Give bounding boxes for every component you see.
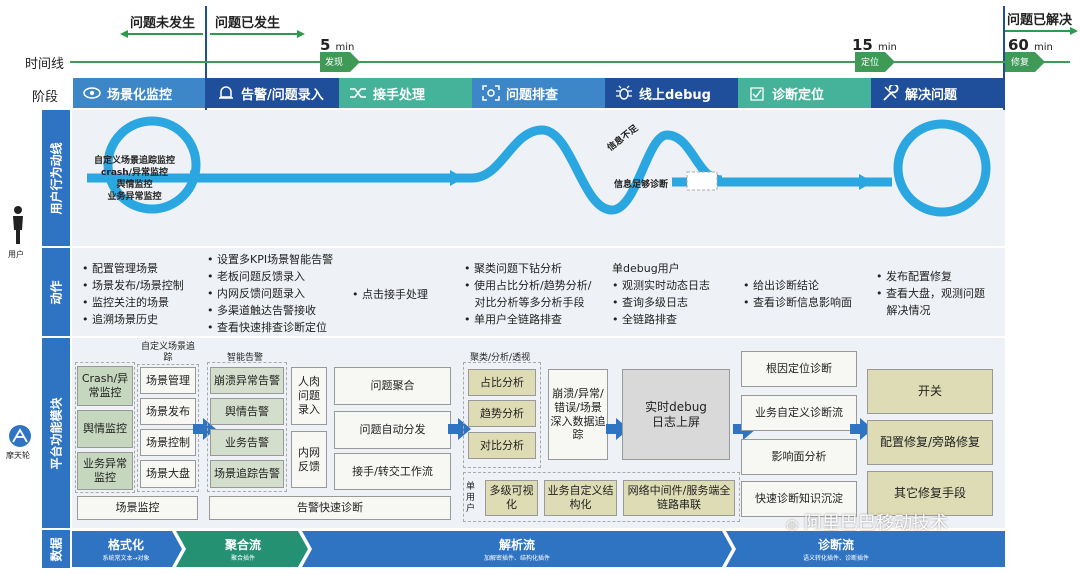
watermark: ◍ 阿里巴巴移动技术 [786, 513, 948, 534]
milestone-15: 15 min [852, 36, 897, 54]
module-sentiment-monitor: 舆情监控 [77, 410, 133, 448]
module-business-monitor: 业务异常监控 [77, 452, 133, 490]
custom-scene-title: 自定义场景追踪 [140, 342, 195, 363]
module-issue-cluster: 问题聚合 [334, 367, 451, 405]
module-other-fix: 其它修复手段 [867, 471, 993, 516]
platform-logo-icon [9, 425, 31, 447]
module-multilevel-viz: 多级可视化 [485, 480, 538, 516]
resolved-divider [1003, 6, 1005, 110]
stage-takeover: 接手处理 [339, 78, 472, 108]
data-format: 格式化系统常文本→对象 [102, 538, 150, 562]
actions-col-diagnose: • 给出诊断结论 • 查看诊断信息影响面 [743, 279, 852, 309]
actions-col-debug: 单debug用户 • 观测实时动态日志 • 查询多级日志 • 全链路排查 [612, 262, 710, 326]
module-full-chain: 网络中间件/服务端全链路串联 [623, 480, 735, 516]
eye-icon [83, 87, 101, 99]
stage-label: 阶段 [32, 90, 59, 105]
row-platform: 平台功能模块 [42, 338, 70, 528]
module-config-fix: 配置修复/旁路修复 [867, 420, 993, 465]
user-figure-icon [13, 206, 23, 244]
actions-col-solve: • 发布配置修复 • 查看大盘，观测问题 解决情况 [876, 270, 985, 317]
actions-col-takeover: • 点击接手处理 [352, 288, 428, 301]
module-custom-structure: 业务自定义结构化 [544, 480, 617, 516]
timeline-label: 时间线 [25, 57, 65, 72]
module-scene-monitoring: 场景监控 [77, 496, 198, 520]
resolved-label: 问题已解决 [1007, 13, 1073, 28]
actions-col-monitor: • 配置管理场景 • 场景发布/场景控制 • 监控关注的场景 • 追溯场景历史 [82, 262, 184, 326]
actions-col-investigate: • 聚类问题下钻分析 • 使用占比分析/趋势分析/ 对比分析等多分析手段 • 单… [464, 262, 592, 326]
stage-scene-monitor: 场景化监控 [73, 78, 205, 108]
stage-diagnose: 诊断定位 [738, 78, 871, 108]
problem-divider [205, 6, 207, 110]
module-scene-manage: 场景管理 [140, 367, 196, 394]
timeline-line [70, 61, 1070, 63]
before-problem-label: 问题未发生 [130, 16, 196, 31]
data-flow-bar [72, 531, 1005, 567]
module-sentiment-alert: 舆情告警 [210, 398, 284, 425]
info-sufficient-label: 信息足够诊断 [614, 180, 669, 190]
module-alert-diagnosis: 告警快速诊断 [209, 496, 451, 520]
stage-solve: 解决问题 [871, 78, 1003, 108]
row-user-flow: 用户行为动线 [42, 110, 70, 246]
stage-online-debug: 线上debug [605, 78, 738, 108]
module-manual-entry: 人肉问题录入 [291, 367, 327, 425]
module-scene-dashboard: 场景大盘 [140, 460, 196, 488]
stage-investigate: 问题排查 [472, 78, 605, 108]
module-compare-analysis: 对比分析 [468, 432, 536, 459]
module-scene-alert: 场景追踪告警 [210, 460, 284, 488]
module-handover-workflow: 接手/转交工作流 [334, 453, 451, 490]
data-diagnose: 诊断流语义转化插件、诊断插件 [802, 538, 869, 562]
module-ratio-analysis: 占比分析 [468, 369, 536, 396]
diagnose-icon [750, 87, 764, 101]
alarm-bell-icon [219, 86, 233, 99]
row-data: 数据 [42, 530, 70, 568]
platform-label: 摩天轮 [6, 451, 30, 460]
bug-icon [616, 85, 632, 100]
arrow-2 [448, 418, 471, 440]
user-label: 用户 [8, 250, 24, 259]
module-crash-alert: 崩溃异常告警 [210, 367, 284, 394]
loop-labels: 自定义场景追踪监控 crash/异常监控 舆情监控 业务异常监控 [94, 156, 176, 202]
actions-col-alert: • 设置多KPI场景智能告警 • 老板问题反馈录入 • 内网反馈问题录入 • 多… [207, 253, 334, 334]
wechat-icon: ◍ [786, 517, 799, 533]
module-realtime-debug: 实时debug日志上屏 [622, 369, 730, 460]
after-problem-label: 问题已发生 [215, 16, 281, 31]
module-root-cause: 根因定位诊断 [741, 351, 857, 387]
milestone-5: 5 min [320, 36, 355, 54]
module-scene-publish: 场景发布 [140, 398, 196, 425]
module-intranet-feedback: 内网反馈 [291, 431, 327, 488]
module-business-alert: 业务告警 [210, 429, 284, 456]
resolved-arrow [1005, 27, 1078, 35]
wrench-icon [883, 85, 899, 101]
module-crash-monitor: Crash/异常监控 [77, 366, 133, 406]
data-aggregate: 聚合流聚合插件 [224, 538, 261, 562]
module-custom-diag-flow: 业务自定义诊断流 [741, 395, 857, 431]
module-switch: 开关 [867, 369, 993, 414]
stage-alert-entry: 告警/问题录入 [207, 78, 339, 108]
milestone-15-tag [855, 52, 895, 72]
focus-icon [482, 85, 500, 101]
module-scene-control: 场景控制 [140, 429, 196, 456]
module-trend-analysis: 趋势分析 [468, 400, 536, 427]
module-impact-analysis: 影响面分析 [741, 439, 857, 475]
row-actions: 动作 [42, 248, 70, 336]
shuffle-icon [350, 88, 366, 98]
module-auto-dispatch: 问题自动分发 [334, 411, 451, 449]
milestone-60-tag [1005, 52, 1045, 72]
data-parse: 解析流加解密插件、结构化插件 [483, 538, 550, 562]
time-span-arrows [120, 30, 305, 38]
single-user-label: 单用户 [466, 482, 476, 514]
smart-alert-title: 智能告警 [227, 353, 264, 363]
actions-panel [72, 248, 1005, 336]
module-knowledge: 快速诊断知识沉淀 [741, 481, 857, 517]
module-deep-trace: 崩溃/异常/错误/场景深入数据追踪 [548, 369, 608, 460]
milestone-5-tag [320, 52, 360, 72]
user-flow-path [87, 116, 991, 217]
milestone-60: 60 min [1008, 36, 1053, 54]
analysis-title: 聚类/分析/透视 [470, 353, 531, 363]
